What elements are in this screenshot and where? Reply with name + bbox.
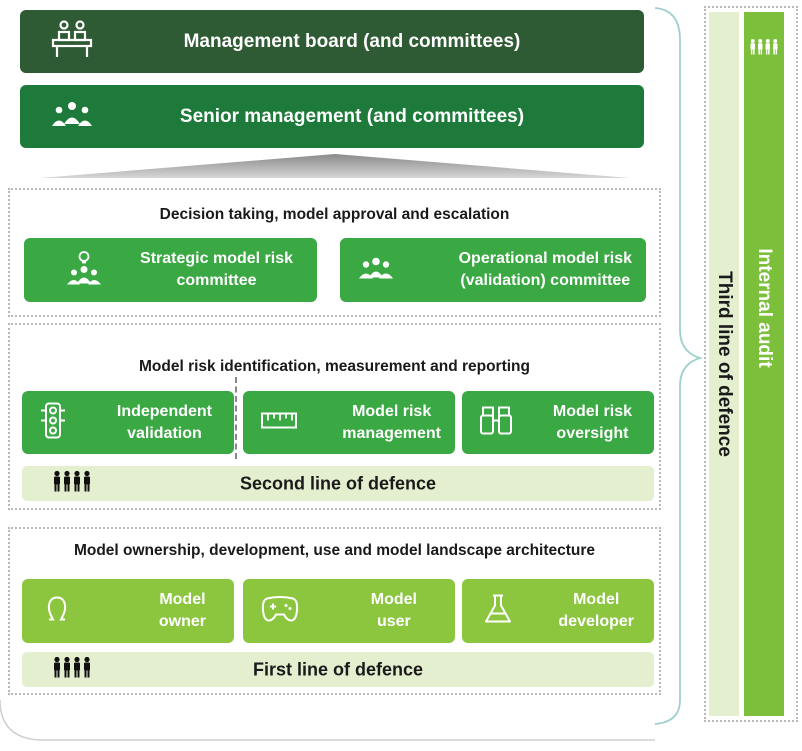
internal-audit-bar: Internal audit (744, 12, 784, 716)
model-risk-management-box: Model risk management (243, 391, 455, 454)
ruler-icon (261, 410, 297, 435)
model-developer-line2: developer (558, 613, 634, 630)
model-risk-oversight-box: Model risk oversight (462, 391, 654, 454)
independent-validation-line2: validation (127, 424, 202, 442)
third-line-strip: Third line of defence (709, 12, 739, 716)
gamepad-icon (261, 595, 299, 628)
model-user-line2: user (376, 613, 411, 630)
first-line-band: First line of defence (22, 652, 654, 687)
people-row-icon (52, 470, 92, 497)
binoculars-icon (480, 405, 512, 440)
second-line-label: Second line of defence (239, 473, 437, 493)
operational-committee-line2: (validation) committee (460, 272, 631, 289)
traffic-light-icon (40, 402, 66, 443)
first-line-label: First line of defence (252, 659, 424, 679)
model-risk-oversight-line2: oversight (556, 424, 629, 442)
model-owner-box: Model owner (22, 579, 234, 643)
people-row-icon (52, 656, 92, 683)
people-group-icon (50, 99, 94, 135)
second-section-title: Model risk identification, measurement a… (138, 358, 530, 375)
escalation-wedge (40, 150, 630, 180)
first-section-title: Model ownership, development, use and mo… (73, 542, 596, 559)
person-outline-icon (44, 596, 70, 627)
second-line-band: Second line of defence (22, 466, 654, 501)
independent-validation-box: Independent validation (22, 391, 234, 454)
decision-section: Decision taking, model approval and esca… (8, 188, 661, 317)
model-risk-management-line1: Model risk (352, 402, 432, 420)
decision-section-title: Decision taking, model approval and esca… (159, 206, 510, 223)
model-owner-line2: owner (158, 613, 206, 630)
management-board-label: Management board (and committees) (183, 30, 521, 52)
board-meeting-icon (50, 19, 94, 65)
model-user-line1: Model (370, 591, 417, 608)
dashed-divider (235, 377, 237, 459)
model-risk-oversight-line1: Model risk (552, 402, 632, 420)
model-developer-line1: Model (573, 591, 620, 608)
flask-icon (484, 594, 512, 629)
strategic-committee-line2: committee (176, 272, 257, 289)
operational-committee-box: Operational model risk (validation) comm… (340, 238, 646, 302)
model-owner-line1: Model (159, 591, 206, 608)
strategic-committee-line1: Strategic model risk (140, 250, 293, 267)
model-developer-box: Model developer (462, 579, 654, 643)
independent-validation-line1: Independent (116, 402, 212, 420)
senior-management-bar: Senior management (and committees) (20, 85, 644, 148)
model-user-box: Model user (243, 579, 455, 643)
operational-committee-line1: Operational model risk (458, 250, 632, 267)
people-group-icon (358, 254, 394, 287)
strategy-people-icon (66, 250, 102, 291)
third-line-frame: Third line of defence Internal audit (704, 6, 798, 722)
internal-audit-label: Internal audit (754, 248, 775, 368)
people-row-icon (749, 38, 779, 61)
model-risk-management-line2: management (342, 424, 441, 442)
third-line-label: Third line of defence (714, 271, 735, 457)
second-line-section: Model risk identification, measurement a… (8, 323, 661, 510)
first-line-section: Model ownership, development, use and mo… (8, 527, 661, 695)
strategic-committee-box: Strategic model risk committee (24, 238, 317, 302)
management-board-bar: Management board (and committees) (20, 10, 644, 73)
senior-management-label: Senior management (and committees) (179, 105, 525, 127)
